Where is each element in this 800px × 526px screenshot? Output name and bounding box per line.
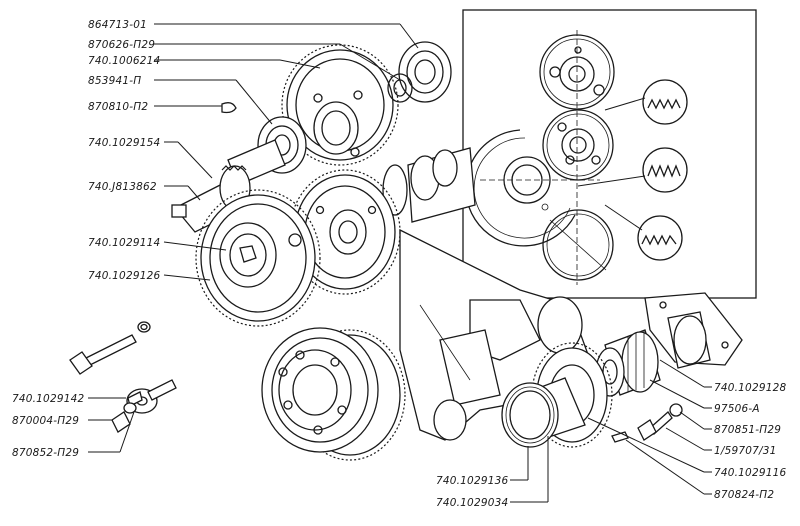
label-1-59707-31: 1/59707/31	[714, 445, 777, 457]
crankshaft-gear	[261, 327, 406, 461]
rear-bearing-assembly	[595, 292, 743, 397]
small-hardware	[69, 102, 683, 443]
label-870824-p2: 870824-П2	[714, 489, 774, 501]
bearing-864713	[387, 41, 452, 103]
label-740-1029114: 740.1029114	[88, 237, 160, 249]
label-853941-p: 853941-П	[88, 75, 141, 87]
label-740-1006214: 740.1006214	[88, 55, 160, 67]
label-740-1029126: 740.1029126	[88, 270, 160, 282]
label-740-j813862: 740.J813862	[88, 181, 157, 193]
large-drive-gear	[195, 189, 321, 327]
label-870004-p29: 870004-П29	[12, 415, 79, 427]
label-870810-p2: 870810-П2	[88, 101, 148, 113]
upper-gear	[281, 44, 399, 166]
label-740-1029136: 740.1029136	[436, 475, 508, 487]
bushing	[501, 377, 586, 448]
callout-labels: 864713-01 870626-П29 740.1006214 853941-…	[12, 19, 786, 509]
label-740-1029142: 740.1029142	[12, 393, 84, 405]
inset-detail-panel	[462, 9, 757, 299]
label-740-1029128: 740.1029128	[714, 382, 786, 394]
label-864713-01: 864713-01	[88, 19, 147, 31]
label-740-1029154: 740.1029154	[88, 137, 160, 149]
label-870626-p29: 870626-П29	[88, 39, 155, 51]
camshaft	[382, 147, 476, 223]
label-97506-a: 97506-А	[714, 403, 760, 415]
label-870852-p29: 870852-П29	[12, 447, 79, 459]
label-870851-p29: 870851-П29	[714, 424, 781, 436]
label-740-1029116: 740.1029116	[714, 467, 786, 479]
label-740-1029034: 740.1029034	[436, 497, 508, 509]
leader-lines	[88, 23, 712, 503]
